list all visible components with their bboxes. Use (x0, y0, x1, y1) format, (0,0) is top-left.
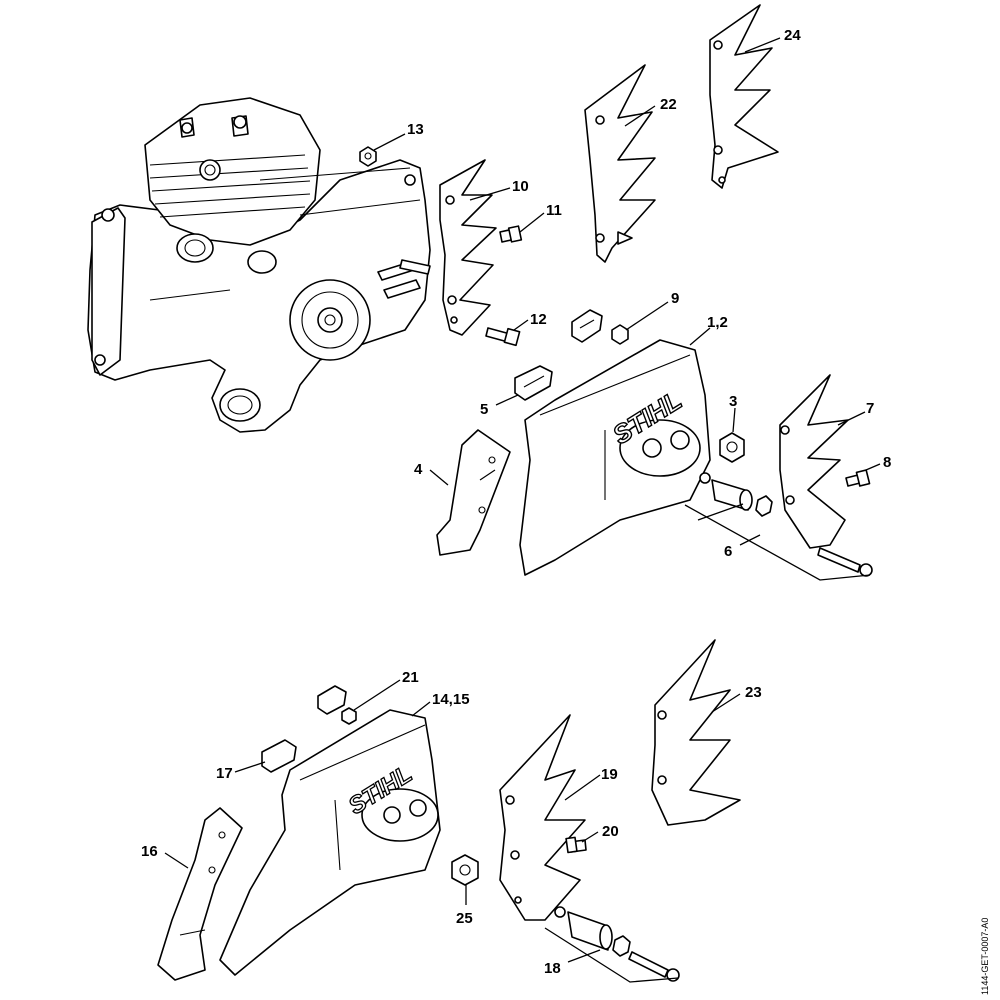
label-part-18: 18 (544, 960, 561, 977)
part-7-spike (779, 374, 849, 549)
label-part-25: 25 (456, 910, 473, 927)
part-12-screw (485, 327, 521, 347)
part-9-nut (611, 324, 629, 345)
label-part-21: 21 (402, 669, 419, 686)
label-part-13: 13 (407, 121, 424, 138)
part-16-strip (157, 807, 243, 981)
label-part-16: 16 (141, 843, 158, 860)
part-11-screw (499, 225, 523, 243)
part-23-spike (651, 639, 741, 826)
document-id: 1144-GET-0007-A0 (980, 918, 990, 995)
label-part-23: 23 (745, 684, 762, 701)
part-6-spacer-set (699, 472, 873, 577)
part-labels: 1,2 3 4 5 6 7 8 9 10 11 12 13 14,15 16 1… (141, 27, 891, 977)
part-10-spike (439, 159, 497, 336)
part-8-screw (845, 469, 871, 487)
part-17-slide (261, 739, 297, 773)
part-20-screw (565, 836, 587, 854)
part-25-nut (451, 854, 479, 886)
label-part-24: 24 (784, 27, 801, 44)
leader-lines (164, 37, 881, 983)
part-3-nut (719, 432, 745, 463)
part-5-slide-upper (571, 309, 603, 343)
label-part-12: 12 (530, 311, 547, 328)
part-4-strip (436, 429, 511, 556)
label-part-22: 22 (660, 96, 677, 113)
part-18-spacer-set (554, 906, 680, 982)
label-part-19: 19 (601, 766, 618, 783)
label-part-8: 8 (883, 454, 891, 471)
part-1-2-sprocket-cover: STIHL (519, 339, 711, 576)
label-part-17: 17 (216, 765, 233, 782)
label-part-10: 10 (512, 178, 529, 195)
label-part-7: 7 (866, 400, 874, 417)
label-part-9: 9 (671, 290, 679, 307)
label-part-4: 4 (414, 461, 423, 478)
label-part-1-2: 1,2 (707, 314, 728, 331)
part-17-slide-upper (317, 685, 347, 715)
part-21-nut (341, 707, 357, 725)
part-14-15-sprocket-cover: STIHL (219, 709, 441, 976)
part-5-slide (514, 365, 553, 401)
part-24-spike (709, 4, 779, 189)
part-22-spike (584, 64, 656, 263)
label-part-6: 6 (724, 543, 732, 560)
label-part-14-15: 14,15 (432, 691, 470, 708)
engine-assembly (87, 97, 431, 433)
part-13-nut (359, 146, 377, 167)
label-part-20: 20 (602, 823, 619, 840)
part-19-spike (499, 714, 586, 921)
label-part-3: 3 (729, 393, 737, 410)
label-part-5: 5 (480, 401, 488, 418)
label-part-11: 11 (546, 202, 562, 219)
